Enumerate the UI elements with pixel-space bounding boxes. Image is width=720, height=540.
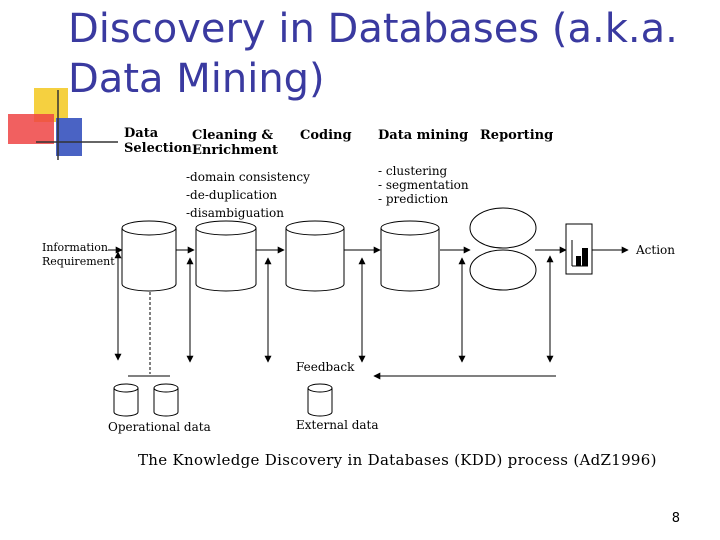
mining-task: - prediction <box>378 192 449 206</box>
mining-task: - segmentation <box>378 178 469 192</box>
page-number: 8 <box>671 511 680 526</box>
database-selection <box>121 220 177 292</box>
cleaning-task: -domain consistency <box>186 170 310 184</box>
cleaning-task: -de-duplication <box>186 188 278 202</box>
slide-title: Discovery in Databases (a.k.a. Data Mini… <box>68 6 678 102</box>
operational-data-label: Operational data <box>108 420 211 434</box>
reporting-ellipse-top <box>469 207 537 249</box>
operational-data-db-2 <box>153 383 179 417</box>
diagram-caption: The Knowledge Discovery in Databases (KD… <box>138 451 657 469</box>
feedback-label: Feedback <box>296 360 355 374</box>
database-cleaning <box>195 220 257 292</box>
stage-label-reporting: Reporting <box>480 128 554 143</box>
mining-task-list: - clustering - segmentation - prediction <box>378 164 469 206</box>
stage-label-selection: Data Selection <box>124 126 192 156</box>
accent-blue-square <box>56 118 82 156</box>
external-data-label: External data <box>296 418 379 432</box>
information-requirement-label: Information Requirement <box>42 241 115 268</box>
cleaning-task: -disambiguation <box>186 206 284 220</box>
cleaning-task-list: -domain consistency -de-duplication -dis… <box>186 170 310 220</box>
stage-label-cleaning: Cleaning & Enrichment <box>192 128 278 158</box>
operational-data-db-1 <box>113 383 139 417</box>
reporting-ellipse-bottom <box>469 249 537 291</box>
stage-label-coding: Coding <box>300 128 352 143</box>
database-coding <box>285 220 345 292</box>
accent-red-square <box>8 114 54 144</box>
stage-label-mining: Data mining <box>378 128 469 143</box>
database-mining <box>380 220 440 292</box>
chart-icon <box>565 223 593 275</box>
action-label: Action <box>636 243 675 257</box>
external-data-db <box>307 383 333 417</box>
mining-task: - clustering <box>378 164 448 178</box>
